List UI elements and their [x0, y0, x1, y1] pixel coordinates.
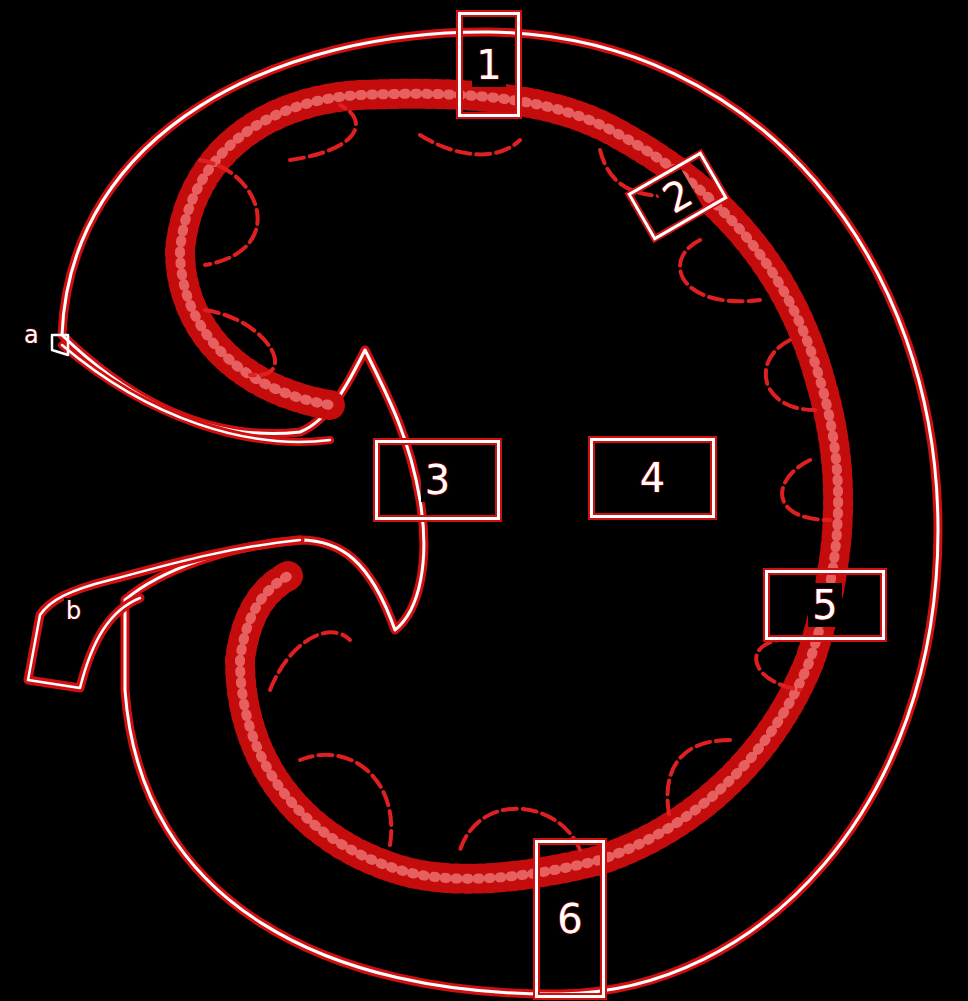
callout-number: 2 — [652, 169, 703, 224]
callout-number: 3 — [421, 458, 454, 502]
renal-capsule — [62, 32, 938, 994]
callout-number: 1 — [472, 43, 505, 87]
callout-number: 6 — [553, 897, 586, 941]
callout-box: 5 — [765, 570, 885, 640]
callout-box: 4 — [590, 438, 715, 518]
callout-box: 3 — [375, 440, 500, 520]
part-letter: a — [22, 322, 41, 348]
callout-box: 6 — [535, 840, 605, 998]
callout-box: 1 — [458, 12, 520, 117]
renal-pyramids — [200, 105, 830, 850]
callout-number: 4 — [636, 456, 669, 500]
callout-number: 5 — [808, 583, 841, 627]
renal-medulla — [180, 94, 838, 879]
part-letter: b — [64, 598, 83, 624]
